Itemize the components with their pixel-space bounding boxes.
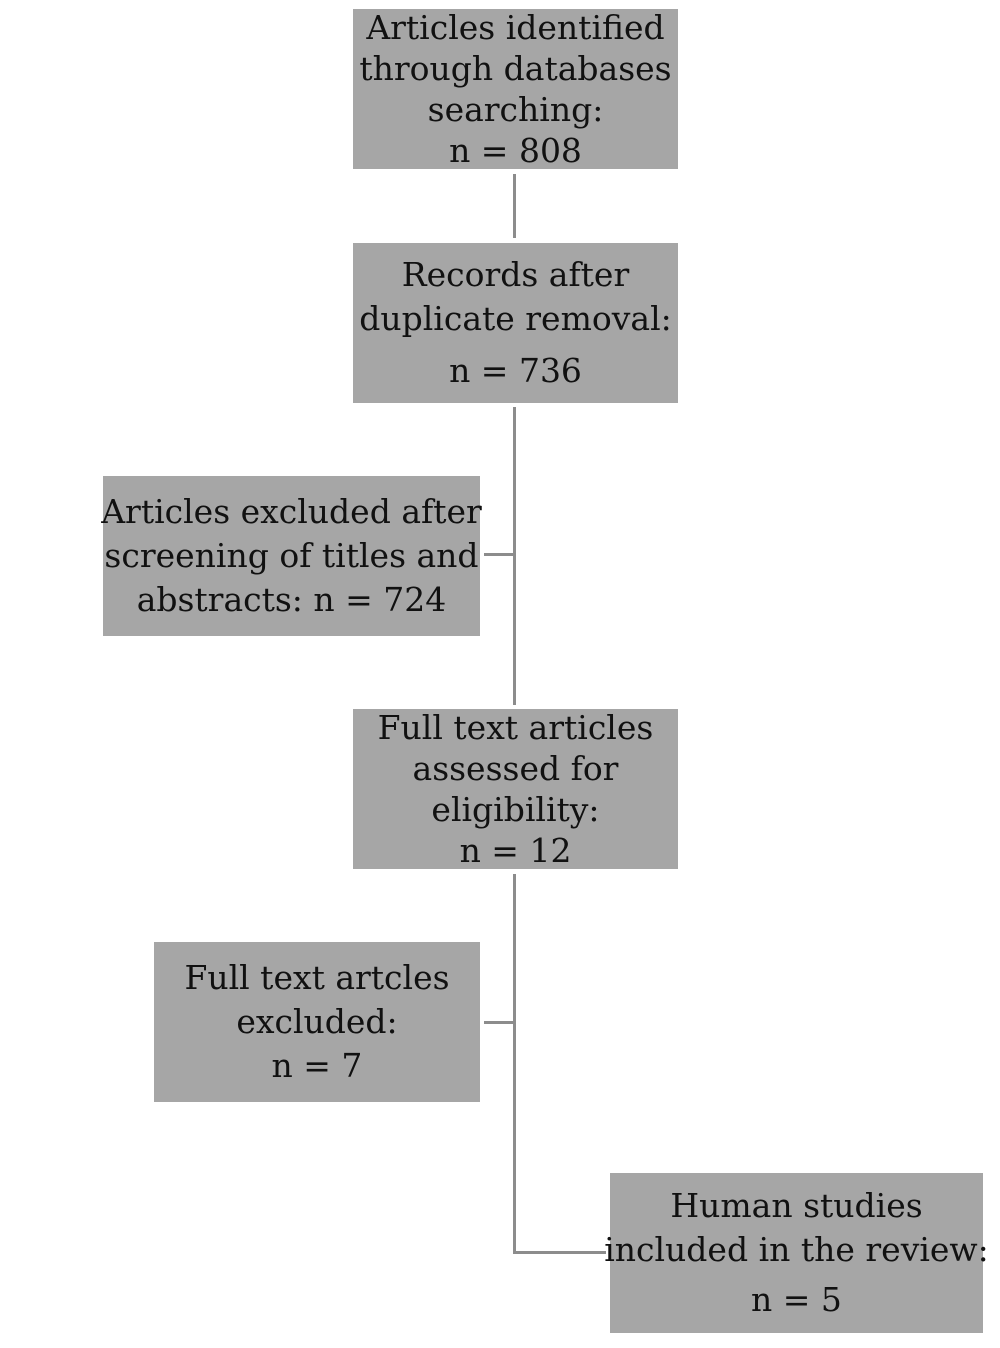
connector-branch-fulltext-excluded bbox=[484, 1021, 516, 1024]
box-full-text-excluded-line-1: Full text artcles bbox=[184, 958, 450, 997]
box-full-text-excluded: Full text artcles excluded: n = 7 bbox=[154, 942, 480, 1102]
connector-main-trunk-lower bbox=[513, 874, 516, 1254]
box-excluded-screening-line-1: Articles excluded after bbox=[101, 492, 482, 531]
box-included-studies: Human studies included in the review: n … bbox=[604, 1173, 989, 1333]
box-excluded-screening-line-2: screening of titles and bbox=[104, 536, 479, 575]
box-records-after-duplicates-line-3: n = 736 bbox=[449, 351, 582, 390]
box-full-text-assessed-line-3: eligibility: bbox=[431, 790, 600, 829]
box-articles-identified-line-1: Articles identified bbox=[366, 8, 665, 47]
box-included-studies-line-1: Human studies bbox=[670, 1186, 923, 1225]
box-full-text-assessed: Full text articles assessed for eligibil… bbox=[353, 708, 678, 870]
box-articles-identified-line-3: searching: bbox=[427, 90, 604, 129]
box-full-text-excluded-line-3: n = 7 bbox=[271, 1046, 363, 1085]
box-excluded-screening: Articles excluded after screening of tit… bbox=[101, 476, 482, 636]
box-articles-identified: Articles identified through databases se… bbox=[353, 8, 678, 170]
box-included-studies-line-3: n = 5 bbox=[751, 1280, 842, 1319]
connector-to-included bbox=[513, 1251, 606, 1254]
box-full-text-excluded-line-2: excluded: bbox=[236, 1002, 398, 1041]
box-full-text-assessed-line-2: assessed for bbox=[412, 749, 619, 788]
box-articles-identified-line-4: n = 808 bbox=[449, 131, 582, 170]
connector-main-trunk-upper bbox=[513, 407, 516, 705]
box-articles-identified-line-2: through databases bbox=[359, 49, 672, 88]
box-records-after-duplicates-line-1: Records after bbox=[401, 255, 630, 294]
box-excluded-screening-line-3: abstracts: n = 724 bbox=[136, 580, 447, 619]
box-records-after-duplicates-line-2: duplicate removal: bbox=[359, 299, 672, 338]
box-included-studies-line-2: included in the review: bbox=[604, 1230, 989, 1269]
box-full-text-assessed-line-4: n = 12 bbox=[459, 831, 572, 870]
connector-branch-screening-excluded bbox=[484, 553, 516, 556]
box-full-text-assessed-line-1: Full text articles bbox=[377, 708, 654, 747]
box-records-after-duplicates: Records after duplicate removal: n = 736 bbox=[353, 243, 678, 403]
connector-identified-to-records bbox=[513, 174, 516, 238]
